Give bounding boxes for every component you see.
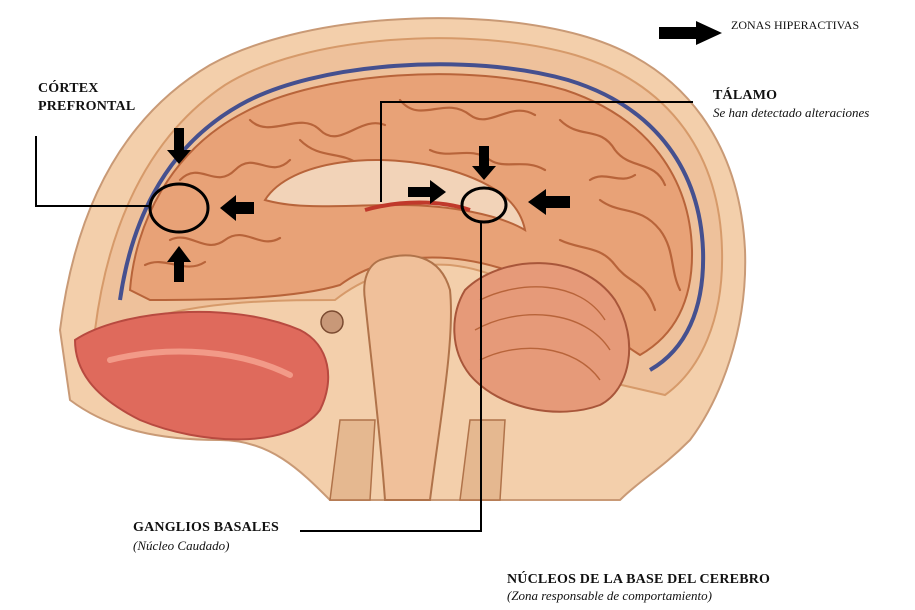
pituitary <box>321 311 343 333</box>
ganglios-note: (Núcleo Caudado) <box>133 539 229 554</box>
ganglios-label: GANGLIOS BASALES <box>133 520 279 536</box>
talamo-note: Se han detectado alteraciones <box>713 106 869 121</box>
nucleos-note: (Zona responsable de comportamiento) <box>507 589 712 604</box>
cortex-label-line2: PREFRONTAL <box>38 99 135 115</box>
talamo-label: TÁLAMO <box>713 88 777 104</box>
cortex-label-line1: CÓRTEX <box>38 81 99 97</box>
arrow-icon <box>659 21 722 45</box>
legend-label: ZONAS HIPERACTIVAS <box>731 19 859 33</box>
nucleos-label: NÚCLEOS DE LA BASE DEL CEREBRO <box>507 572 770 588</box>
